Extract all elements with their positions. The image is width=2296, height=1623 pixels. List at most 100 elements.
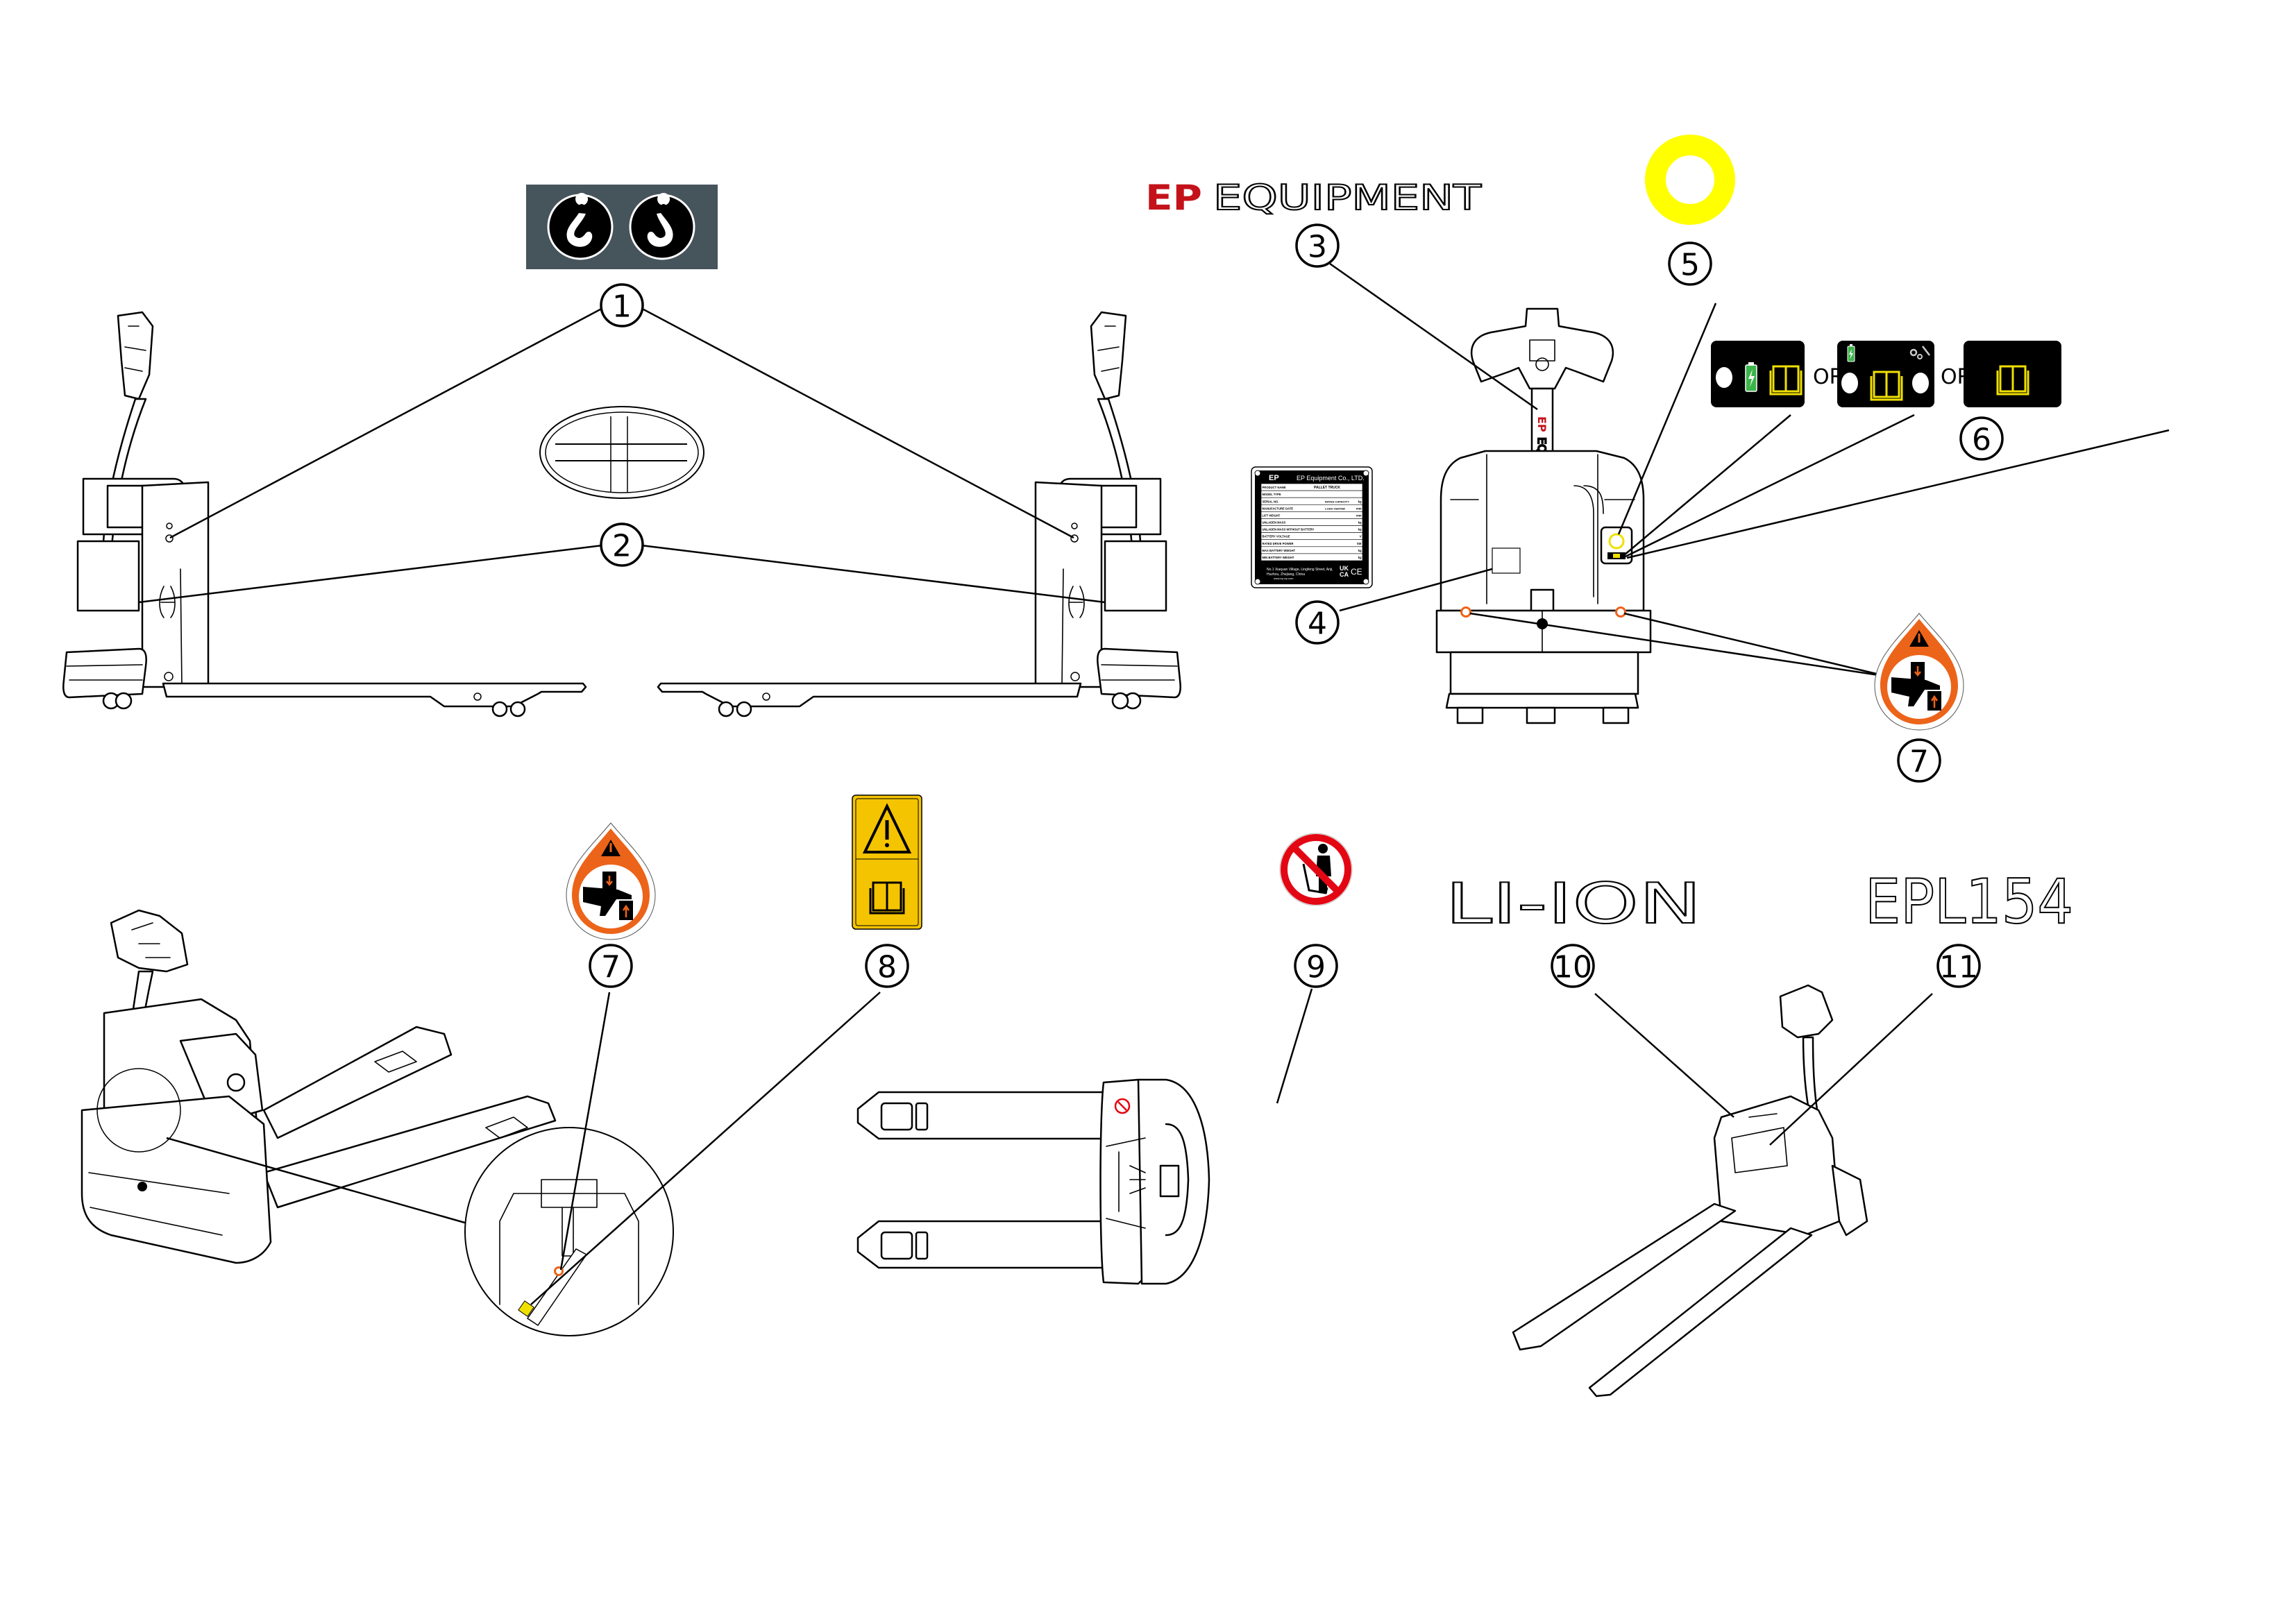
ukca-mark-top: UK	[1340, 565, 1349, 572]
nameplate-row: BATTERY VOLTAGE V	[1260, 532, 1363, 541]
hook-icon	[547, 193, 614, 260]
nameplate-row: MIN BATTERY WEIGHT kg	[1260, 553, 1363, 561]
brand-equipment-text: EQUIPMENT	[1213, 178, 1482, 218]
indicator-light	[1912, 373, 1929, 393]
nameplate-row-label: BATTERY VOLTAGE	[1263, 535, 1290, 538]
nameplate-row-unit: kg	[1358, 528, 1362, 532]
nameplate-row-label-secondary: RATED CAPACITY	[1325, 500, 1349, 503]
decal-warning-read-manual	[852, 794, 922, 930]
nameplate-address-1: No.1 Xiaquan Village, Lingfeng Street, A…	[1267, 568, 1333, 572]
column-brand-ep: EP	[1535, 416, 1548, 432]
battery-charge-icon	[1745, 362, 1757, 392]
callout-1: 1	[600, 283, 644, 328]
svg-text:9: 9	[1306, 950, 1326, 985]
truck-side-view-left	[62, 311, 587, 717]
callout-7: 7	[1897, 738, 1941, 783]
nameplate-website: www.ep-ep.com	[1274, 577, 1294, 580]
callout-6: 6	[1959, 416, 2004, 461]
nameplate-row-label: MIN BATTERY WEIGHT	[1263, 556, 1294, 559]
svg-text:10: 10	[1553, 950, 1592, 985]
nameplate-row-label: MODEL TYPE	[1263, 493, 1281, 496]
svg-text:7: 7	[601, 950, 621, 985]
nameplate-row-unit: kg	[1358, 500, 1362, 503]
nameplate-row-label: RATED DRIVE POWER	[1263, 542, 1294, 545]
nameplate-row: MANUFACTURE DATE LOAD CENTER mm	[1260, 504, 1363, 512]
display-option-1	[1711, 341, 1805, 407]
nameplate-logo: EP	[1269, 474, 1279, 482]
truck-side-view-right	[657, 311, 1181, 717]
decal-no-riding	[1279, 833, 1353, 906]
nameplate-row-unit: V	[1360, 535, 1362, 538]
hook-icon	[629, 193, 695, 260]
decal-crush-hazard	[1874, 613, 1964, 731]
nameplate-row-unit: kg	[1358, 556, 1362, 559]
decal-li-ion: LI-ION	[1445, 872, 1702, 936]
nameplate-row-label: SERIAL NO.	[1263, 500, 1279, 503]
nameplate-row-label: MANUFACTURE DATE	[1263, 507, 1294, 510]
nameplate-row-label: LIFT HEIGHT	[1263, 513, 1281, 517]
truck-rear-view: EP EQUIPMENT	[1435, 307, 1652, 724]
svg-text:2: 2	[612, 529, 632, 564]
nameplate-row-unit: kW	[1357, 542, 1361, 545]
detail-magnifier	[464, 1127, 674, 1336]
decal-lifting-hooks	[526, 185, 718, 269]
svg-text:11: 11	[1939, 950, 1978, 985]
decal-ep-logo	[539, 406, 704, 499]
ukca-mark-bottom: CA	[1340, 571, 1349, 578]
callout-8: 8	[865, 944, 909, 988]
indicator-light	[1716, 367, 1732, 388]
nameplate-row-unit: kg	[1358, 521, 1362, 525]
svg-text:5: 5	[1680, 248, 1700, 283]
nameplate-row-unit: mm	[1356, 513, 1362, 517]
nameplate-row-label-secondary: LOAD CENTER	[1325, 507, 1345, 510]
truck-perspective-view-rear	[1512, 984, 1933, 1397]
nameplate-row-label: UNLADEN MASS	[1263, 521, 1286, 525]
callout-3: 3	[1295, 223, 1340, 268]
nameplate-row-label: UNLADEN MASS WITHOUT BATTERY	[1263, 528, 1315, 532]
nameplate-row-unit: mm	[1356, 507, 1362, 510]
nameplate-row: LIFT HEIGHT mm	[1260, 511, 1363, 519]
callout-7: 7	[589, 944, 633, 988]
battery-charge-icon	[1847, 344, 1855, 362]
nameplate-location	[1492, 547, 1521, 574]
callout-2: 2	[600, 522, 644, 567]
leader-lines-bottom-left	[530, 992, 881, 1305]
read-manual-icon	[1996, 365, 2029, 396]
read-manual-icon	[1870, 371, 1903, 401]
nameplate-row: SERIAL NO. RATED CAPACITY kg	[1260, 497, 1363, 505]
service-tools-icon	[1909, 346, 1930, 359]
warning-triangle-icon	[862, 803, 912, 853]
brand-ep-text: EP	[1145, 178, 1202, 218]
nameplate-company: EP Equipment Co., LTD.	[1297, 475, 1365, 482]
indicator-light	[1841, 373, 1858, 393]
svg-text:4: 4	[1308, 606, 1327, 642]
nameplate-row: UNLADEN MASS WITHOUT BATTERY kg	[1260, 525, 1363, 533]
callout-11: 11	[1936, 944, 1981, 988]
nameplate-row-value: PALLET TRUCK	[1314, 486, 1340, 490]
leader-lines-rear-view	[1329, 262, 2170, 678]
decal-epl154: EPL154	[1865, 866, 2073, 937]
read-manual-icon	[869, 881, 905, 915]
truck-perspective-view	[81, 909, 557, 1264]
callout-5: 5	[1668, 241, 1712, 286]
decal-crush-hazard	[566, 822, 656, 940]
ce-mark: CE	[1351, 567, 1362, 577]
truck-top-view	[856, 988, 1313, 1285]
nameplate-row: MODEL TYPE	[1260, 490, 1363, 498]
callout-10: 10	[1551, 944, 1595, 988]
svg-text:8: 8	[877, 950, 897, 985]
svg-text:7: 7	[1909, 745, 1929, 780]
leader-lines-1-2	[138, 304, 1106, 604]
yellow-ring-location	[1608, 533, 1625, 550]
decal-ep-equipment: EP EQUIPMENT	[1145, 177, 1483, 219]
callout-markers: 1 2 3 4 5 6 7 7 8 9 10 11	[589, 223, 2004, 988]
person-icon	[1318, 844, 1328, 853]
svg-text:3: 3	[1308, 230, 1327, 265]
svg-text:6: 6	[1972, 423, 1991, 458]
display-option-2	[1837, 341, 1934, 407]
nameplate-address-2: Huzhou, Zhejiang, China	[1267, 572, 1305, 577]
